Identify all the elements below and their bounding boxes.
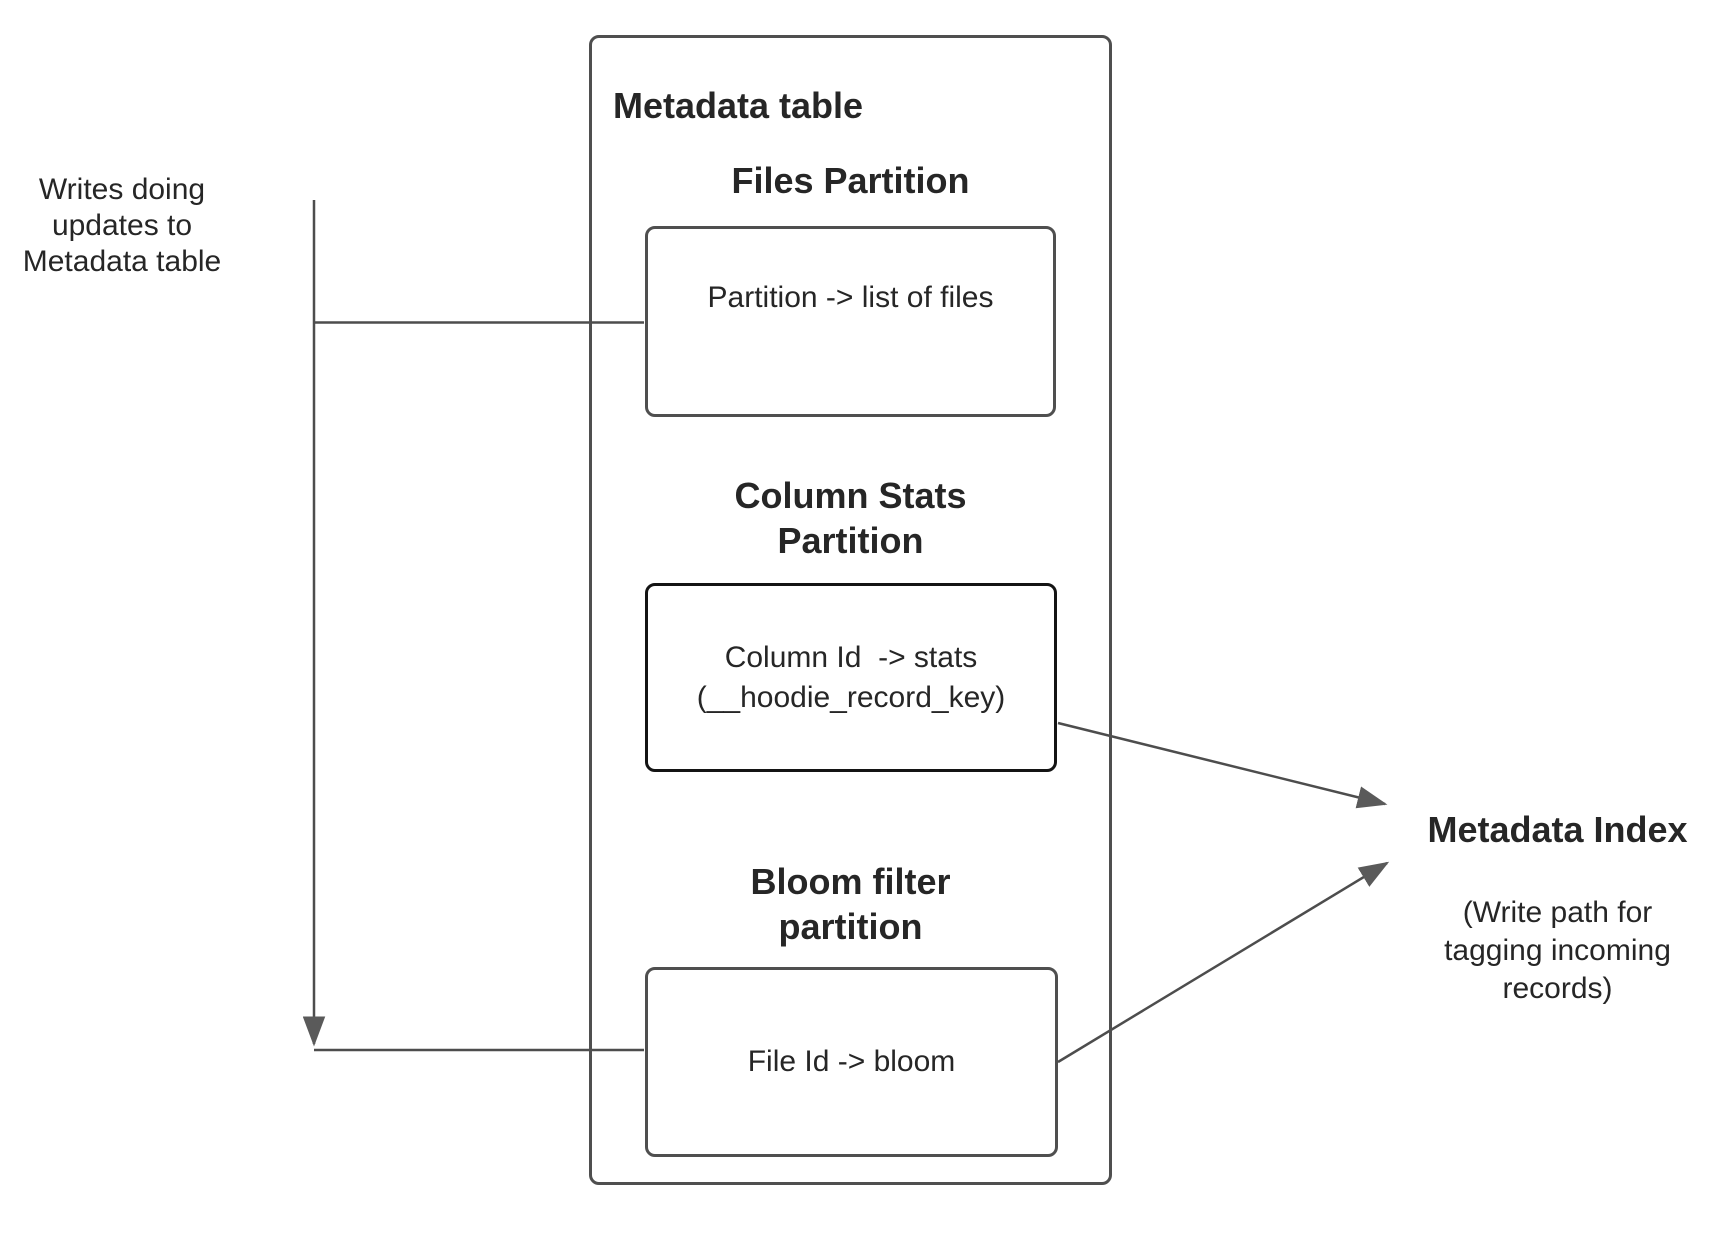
bloom-filter-partition-body: File Id -> bloom: [747, 1045, 956, 1078]
files-partition-body: Partition -> list of files: [707, 280, 994, 314]
bloom-filter-partition-box: File Id -> bloom: [645, 967, 1058, 1157]
bloom-to-index-arrow: [1057, 861, 1390, 1064]
column-stats-partition-heading: Column Stats Partition: [734, 475, 967, 561]
metadata-table-title: Metadata table: [613, 85, 864, 126]
column-stats-partition-body: Column Id -> stats (__hoodie_record_key): [696, 640, 1006, 714]
files-partition-box: Partition -> list of files: [645, 226, 1056, 417]
metadata-table-container: Metadata table Files Partition Partition…: [589, 35, 1112, 1185]
writes-note: Writes doing updates to Metadata table: [22, 173, 222, 278]
metadata-index-subtitle: (Write path for tagging incoming records…: [1444, 896, 1671, 1005]
metadata-index-title: Metadata Index: [1427, 809, 1688, 850]
column-stats-partition-box: Column Id -> stats (__hoodie_record_key): [645, 583, 1057, 772]
columnstats-to-index-arrow: [1057, 721, 1388, 809]
files-partition-heading: Files Partition: [731, 160, 970, 201]
bloom-filter-partition-heading: Bloom filter partition: [750, 861, 951, 947]
